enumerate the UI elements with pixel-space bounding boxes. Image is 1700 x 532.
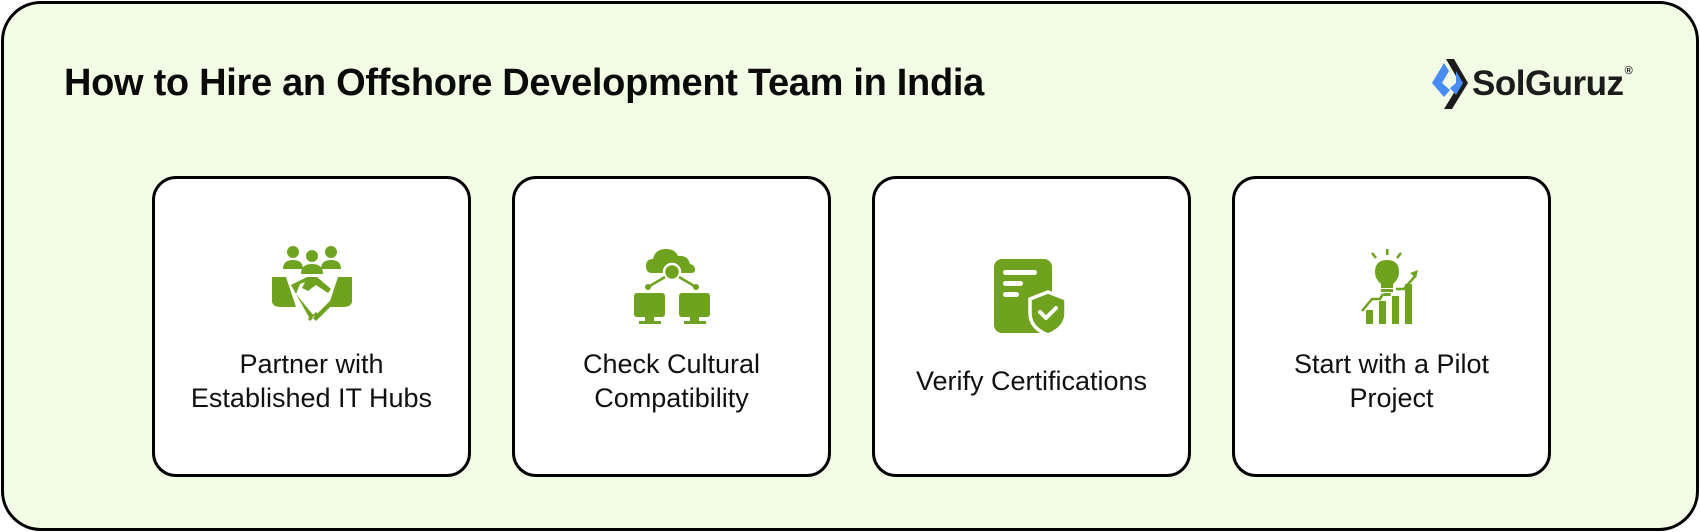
card-label-line: Check Cultural <box>582 349 761 379</box>
card-label-line: Verify Certifications <box>915 366 1148 396</box>
solguruz-chevron-logo-icon <box>1432 59 1468 109</box>
page-title: How to Hire an Offshore Development Team… <box>64 62 984 104</box>
card-label: Start with a Pilot Project <box>1235 347 1548 415</box>
card-pilot-project: Start with a Pilot Project <box>1232 176 1551 477</box>
cloud-network-computers-icon <box>633 249 710 324</box>
card-label: Verify Certifications <box>875 364 1188 398</box>
card-cultural-compatibility: Check Cultural Compatibility <box>512 176 831 477</box>
card-label-line: Established IT Hubs <box>190 383 433 413</box>
handshake-team-icon <box>271 246 352 322</box>
card-label-line: Partner with <box>239 349 384 379</box>
card-label: Check Cultural Compatibility <box>515 347 828 415</box>
card-label-line: Start with a Pilot <box>1293 349 1490 379</box>
logo-text: SolGuruz <box>1472 64 1624 103</box>
card-verify-certifications: Verify Certifications <box>872 176 1191 477</box>
card-label-line: Compatibility <box>594 383 749 413</box>
card-partner-it-hubs: Partner with Established IT Hubs <box>152 176 471 477</box>
lightbulb-growth-chart-icon <box>1360 249 1418 324</box>
certificate-shield-check-icon <box>993 259 1068 337</box>
registered-mark: ® <box>1624 65 1633 77</box>
card-label: Partner with Established IT Hubs <box>155 347 468 415</box>
solguruz-logo: SolGuruz ® <box>1432 57 1633 111</box>
card-label-line: Project <box>1349 383 1434 413</box>
